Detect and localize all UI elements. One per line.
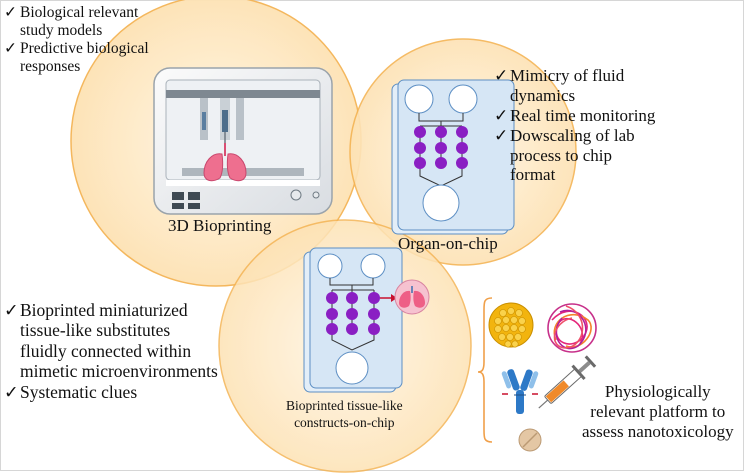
check-mark-icon: ✓ bbox=[4, 40, 17, 58]
list-item: ✓ Real time monitoring bbox=[494, 106, 655, 126]
bioprinter-icon bbox=[153, 67, 333, 215]
list-item-line: Predictive biological bbox=[20, 40, 149, 58]
platform-line: relevant platform to bbox=[590, 401, 726, 421]
bottom-left-list: ✓ Bioprinted miniaturized tissue-like su… bbox=[4, 300, 218, 402]
list-item-line: fluidly connected within bbox=[20, 340, 192, 361]
list-item-line: process to chip bbox=[510, 145, 612, 165]
check-mark-icon: ✓ bbox=[494, 105, 509, 125]
check-mark-icon: ✓ bbox=[494, 66, 509, 85]
platform-line: assess nanotoxicology bbox=[582, 421, 734, 441]
label-line: constructs-on-chip bbox=[294, 414, 395, 430]
antibody-icon bbox=[501, 369, 539, 414]
organ-chip-icon bbox=[391, 79, 515, 235]
list-item: ✓ Bioprinted miniaturized tissue-like su… bbox=[4, 300, 218, 382]
list-item: ✓ Systematic clues bbox=[4, 382, 218, 402]
list-item-line: Dowscaling of lab bbox=[510, 125, 635, 145]
list-item-line: mimetic microenvironments bbox=[20, 361, 218, 382]
list-item-line: Bioprinted miniaturized bbox=[20, 300, 188, 320]
zoom-arrow bbox=[380, 294, 397, 302]
bioprinting-label: 3D Bioprinting bbox=[168, 216, 272, 235]
top-left-list: ✓ Biological relevant study models ✓ Pre… bbox=[4, 4, 149, 77]
list-item-line: Mimicry of fluid bbox=[510, 66, 625, 85]
lungs-icon bbox=[203, 143, 247, 182]
check-mark-icon: ✓ bbox=[4, 381, 19, 402]
top-right-list: ✓ Mimicry of fluid dynamics ✓ Real time … bbox=[494, 66, 655, 185]
list-item-line: dynamics bbox=[510, 85, 576, 105]
list-item-line: study models bbox=[20, 22, 103, 40]
list-item: ✓ Dowscaling of lab process to chip form… bbox=[494, 126, 655, 186]
lung-tissue-icon bbox=[394, 279, 430, 315]
nanoparticle-icon bbox=[488, 302, 534, 348]
pill-icon bbox=[518, 428, 542, 452]
brace bbox=[477, 297, 493, 443]
list-item: ✓ Biological relevant study models bbox=[4, 4, 149, 40]
check-mark-icon: ✓ bbox=[494, 125, 509, 145]
check-mark-icon: ✓ bbox=[4, 300, 19, 320]
organ-on-chip-label: Organ-on-chip bbox=[398, 234, 498, 253]
list-item: ✓ Predictive biological responses bbox=[4, 40, 149, 76]
list-item-line: Real time monitoring bbox=[510, 105, 656, 125]
list-item-line: responses bbox=[20, 58, 81, 76]
list-item-line: format bbox=[510, 165, 556, 185]
label-line: Bioprinted tissue-like bbox=[286, 398, 403, 413]
platform-text: Physiologically relevant platform to ass… bbox=[582, 382, 734, 442]
platform-line: Physiologically bbox=[604, 382, 711, 401]
list-item-line: tissue-like substitutes bbox=[20, 320, 171, 341]
bioprinted-chip-label: Bioprinted tissue-like constructs-on-chi… bbox=[286, 398, 403, 432]
bioprinted-chip-icon bbox=[303, 247, 403, 393]
check-mark-icon: ✓ bbox=[4, 4, 17, 21]
syringe-icon bbox=[538, 355, 597, 409]
list-item: ✓ Mimicry of fluid dynamics bbox=[494, 66, 655, 106]
list-item-line: Systematic clues bbox=[20, 381, 138, 402]
list-item-line: Biological relevant bbox=[20, 4, 139, 21]
polymer-nanoparticle-icon bbox=[547, 303, 597, 353]
